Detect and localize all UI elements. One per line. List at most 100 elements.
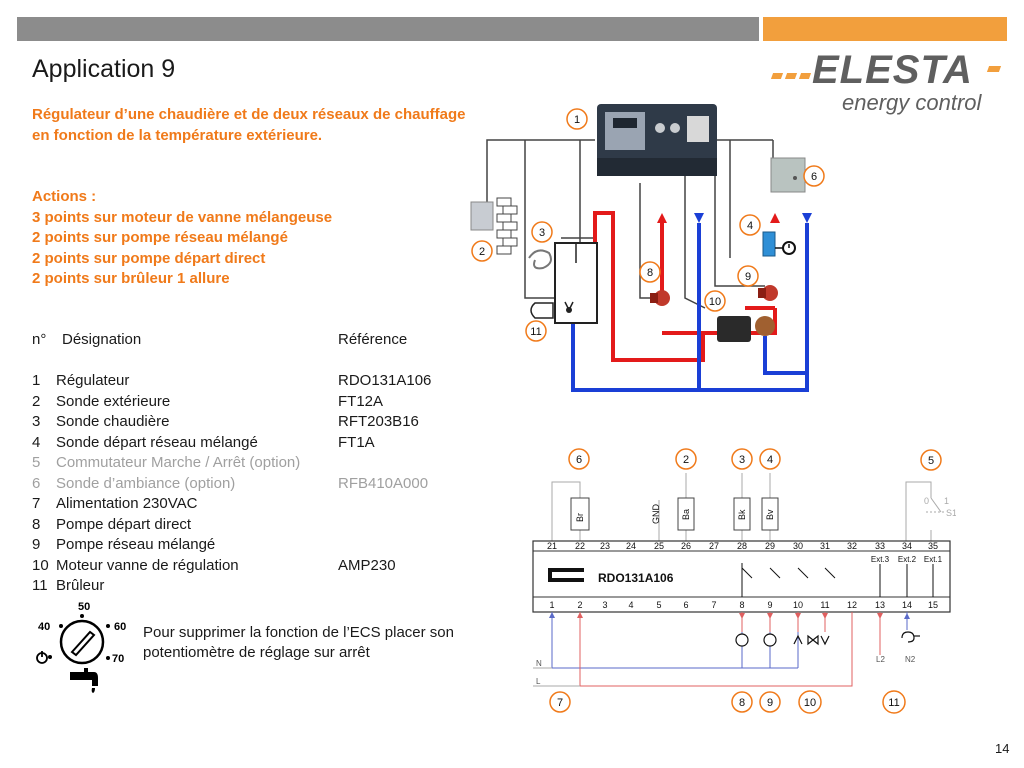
row-designation: Moteur vanne de régulation (56, 556, 239, 574)
wiring-diagram: 6 2 3 4 5 Br GND Ba Bk Bv 0 1 S1 (532, 448, 956, 714)
wiring-callout-bottom: 10 (804, 697, 816, 709)
wiring-callout-top: 5 (928, 455, 934, 467)
dial-label-40: 40 (38, 621, 50, 633)
wiring-callout-top: 3 (739, 454, 745, 466)
sensor-label-br: Br (575, 513, 585, 522)
terminal-bottom: 11 (820, 600, 829, 610)
row-designation: Commutateur Marche / Arrêt (option) (56, 454, 301, 471)
row-designation: Pompe réseau mélangé (56, 536, 216, 553)
terminal-top: 29 (765, 541, 775, 551)
row-designation: Sonde extérieure (56, 392, 171, 410)
action-item: 2 points sur pompe réseau mélangé (32, 229, 288, 246)
ext-label-2: Ext.2 (898, 555, 917, 564)
row-n: 4 (32, 433, 41, 451)
terminal-top: 34 (902, 541, 912, 551)
terminal-top: 33 (875, 541, 885, 551)
terminal-bottom: 10 (793, 600, 803, 610)
ext-label-1: Ext.1 (924, 555, 943, 564)
terminal-top: 23 (600, 541, 610, 551)
dial-label-70: 70 (112, 653, 124, 665)
actions-block: Actions : 3 points sur moteur de vanne m… (32, 187, 472, 290)
sensor-label-ba: Ba (681, 509, 691, 520)
header-bar-orange (763, 17, 1007, 41)
terminal-top: 26 (681, 541, 691, 551)
action-item: 3 points sur moteur de vanne mélangeuse (32, 208, 333, 226)
thermostat-dial-icon: 50 40 60 70 (36, 601, 126, 693)
action-item: 2 points sur pompe départ direct (32, 249, 266, 267)
page-title: Application 9 (32, 55, 176, 83)
row-n: 8 (32, 515, 41, 533)
row-designation: Brûleur (56, 577, 105, 594)
terminal-bottom: 8 (739, 600, 744, 610)
terminal-bottom: 15 (928, 600, 938, 610)
sensor-label-bk: Bk (737, 509, 747, 520)
terminal-top: 32 (847, 541, 857, 551)
header-reference: Référence (338, 331, 408, 348)
logo-dash-end (986, 66, 1002, 72)
sensor-label-bv: Bv (765, 509, 775, 520)
row-designation: Sonde départ réseau mélangé (56, 433, 258, 451)
wiring-callout-top: 2 (683, 454, 689, 466)
wiring-callout-top: 4 (767, 454, 773, 466)
dial-label-50: 50 (78, 601, 90, 613)
line-label-n: N (536, 659, 542, 668)
row-designation: Alimentation 230VAC (56, 495, 198, 512)
header-designation: Désignation (62, 331, 142, 348)
row-reference: AMP230 (338, 556, 396, 574)
row-reference: RFB410A000 (338, 474, 429, 492)
terminal-top: 30 (793, 541, 803, 551)
terminal-bottom: 3 (602, 600, 607, 610)
row-designation: Sonde chaudière (56, 413, 170, 430)
page-number: 14 (995, 741, 1010, 756)
row-n: 10 (32, 556, 49, 574)
terminal-top: 24 (626, 541, 636, 551)
terminal-top: 27 (709, 541, 719, 551)
callout-6: 6 (811, 171, 817, 183)
terminal-bottom: 5 (656, 600, 661, 610)
note-text: Pour supprimer la fonction de l’ECS plac… (143, 624, 454, 661)
terminal-top: 25 (654, 541, 664, 551)
wiring-callout-bottom: 11 (888, 697, 899, 709)
switch-label-0: 0 (924, 496, 929, 506)
terminal-bottom: 2 (577, 600, 582, 610)
burner-label-l2: L2 (876, 655, 885, 664)
row-n: 11 (32, 577, 48, 594)
terminal-top: 35 (928, 541, 938, 551)
logo-subtitle: energy control (842, 90, 982, 115)
terminal-bottom: 6 (683, 600, 688, 610)
callout-4: 4 (747, 220, 753, 232)
terminal-top: 22 (575, 541, 585, 551)
wiring-callout-top: 6 (576, 454, 582, 466)
row-reference: FT12A (338, 392, 384, 410)
row-reference: RFT203B16 (338, 413, 419, 430)
callout-2: 2 (479, 246, 485, 258)
row-n: 5 (32, 454, 41, 471)
row-reference: FT1A (338, 433, 375, 451)
terminal-bottom: 1 (549, 600, 554, 610)
wiring-callout-bottom: 8 (739, 697, 745, 709)
terminal-top: 31 (820, 541, 830, 551)
callout-9: 9 (745, 271, 751, 283)
ext-label-3: Ext.3 (871, 555, 890, 564)
action-item: 2 points sur brûleur 1 allure (32, 270, 230, 287)
wiring-callout-bottom: 9 (767, 697, 773, 709)
header-n: n° (32, 331, 47, 348)
terminal-top: 21 (547, 541, 557, 551)
terminal-bottom: 9 (767, 600, 772, 610)
logo-text: ELESTA (812, 48, 973, 92)
dial-label-60: 60 (114, 621, 126, 633)
row-n: 1 (32, 372, 41, 389)
row-n: 3 (32, 413, 41, 430)
header-bar-grey (17, 17, 759, 41)
row-n: 2 (32, 392, 41, 410)
row-n: 7 (32, 495, 41, 512)
device-label: RDO131A106 (598, 571, 674, 585)
terminal-bottom: 4 (628, 600, 633, 610)
terminal-bottom: 14 (902, 600, 912, 610)
terminal-bottom: 12 (847, 600, 857, 610)
row-n: 9 (32, 536, 41, 553)
actions-heading: Actions : (32, 188, 97, 205)
switch-label-1: 1 (944, 496, 949, 506)
terminal-bottom: 13 (875, 600, 885, 610)
callout-10: 10 (709, 296, 721, 308)
